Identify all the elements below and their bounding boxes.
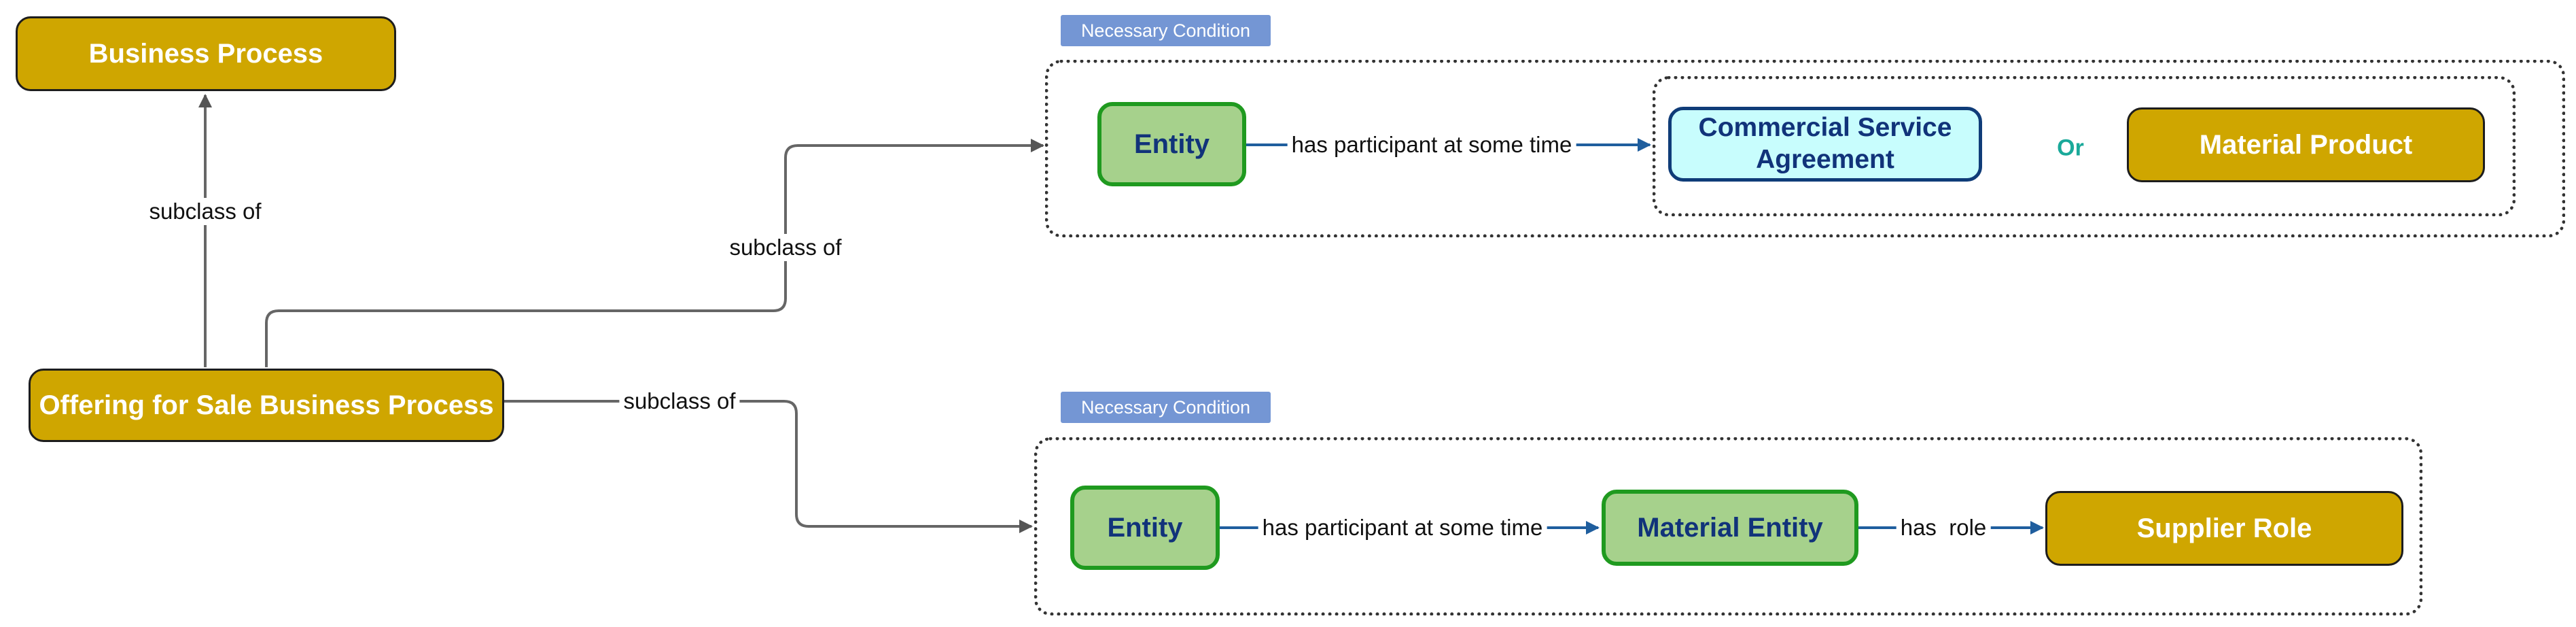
or-label: Or <box>2057 135 2084 161</box>
node-material-entity[interactable]: Material Entity <box>1602 490 1858 566</box>
node-entity-top[interactable]: Entity <box>1097 102 1246 186</box>
node-entity-bottom[interactable]: Entity <box>1070 486 1220 570</box>
or-group <box>1653 76 2516 216</box>
edge-label-subclass-top: subclass of <box>725 234 846 261</box>
edge-subclass-top <box>265 139 1044 367</box>
node-supplier-role[interactable]: Supplier Role <box>2045 491 2403 566</box>
node-offering-for-sale-business-process[interactable]: Offering for Sale Business Process <box>29 369 504 442</box>
necessary-condition-tag-bottom: Necessary Condition <box>1061 392 1271 423</box>
node-commercial-service-agreement[interactable]: Commercial Service Agreement <box>1668 107 1982 182</box>
necessary-condition-group-top <box>1045 60 2565 237</box>
node-material-product[interactable]: Material Product <box>2127 107 2485 182</box>
edge-subclass-bottom <box>503 400 1033 533</box>
edge-label-participant-bottom: has participant at some time <box>1258 514 1547 541</box>
edge-label-participant-top: has participant at some time <box>1287 131 1576 158</box>
edge-label-has-role: has role <box>1896 514 1991 541</box>
necessary-condition-group-bottom <box>1034 437 2422 615</box>
edge-label-subclass-up: subclass of <box>145 198 266 225</box>
edge-label-subclass-bottom: subclass of <box>619 388 740 415</box>
necessary-condition-tag-top: Necessary Condition <box>1061 15 1271 46</box>
node-business-process[interactable]: Business Process <box>16 16 396 91</box>
